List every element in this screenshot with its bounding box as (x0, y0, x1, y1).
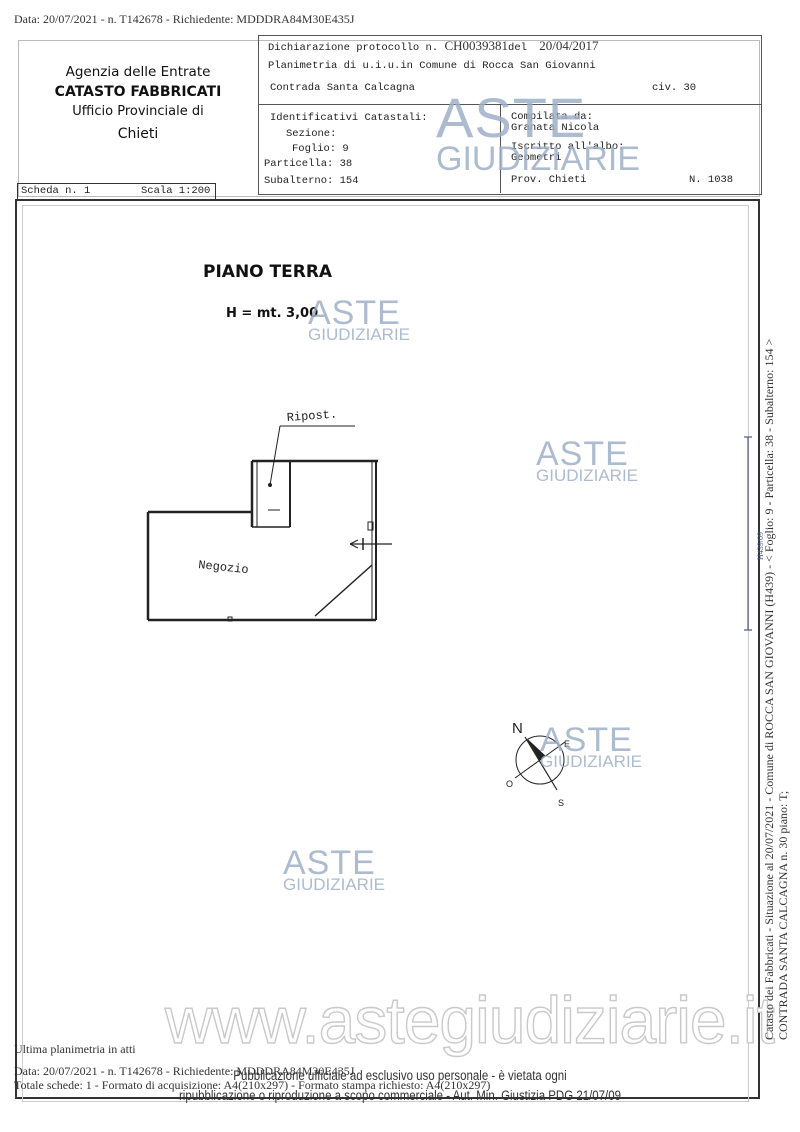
compilata-label: Compilata da: (511, 111, 593, 123)
divider (500, 104, 501, 193)
iscritto-value: Geometri (511, 152, 562, 164)
civic-number: civ. 30 (652, 82, 697, 94)
inner-frame (22, 205, 749, 1102)
room-label-negozio: Negozio (198, 558, 250, 577)
footer-totale: Totale schede: 1 - Formato di acquisizio… (14, 1078, 491, 1092)
side-caption-line1: Catasto dei Fabbricati - Situazione al 2… (762, 338, 776, 1040)
compass-needle (524, 736, 558, 791)
room-label-riposto: Ripost. (286, 408, 337, 425)
catasto-title: CATASTO FABBRICATI (54, 84, 222, 100)
door-swing (314, 564, 373, 617)
foglio: Foglio: 9 (292, 143, 349, 155)
header-info-box (258, 35, 762, 195)
del-label: del (508, 42, 527, 54)
sezione: Sezione: (286, 128, 337, 140)
compass-east: E (564, 739, 570, 749)
compilata-block: Compilata da: Granata Nicola (511, 112, 599, 134)
iscritto-block: Iscritto all'albo: Geometri (511, 142, 624, 164)
plan-stroke (527, 739, 546, 761)
floor-title: PIANO TERRA (203, 262, 333, 282)
top-request-line: Data: 20/07/2021 - n. T142678 - Richiede… (14, 12, 355, 26)
footer-data: Data: 20/07/2021 - n. T142678 - Richiede… (14, 1064, 355, 1078)
publication-notice-1: Pubblicazione ufficiale ad esclusivo uso… (233, 1068, 567, 1083)
agency-block: Agenzia delle Entrate CATASTO FABBRICATI… (18, 62, 258, 144)
dichiarazione-line: Dichiarazione protocollo n. CH0039381del… (268, 38, 598, 54)
planimetria-line: Planimetria di u.i.u.in Comune di Rocca … (268, 60, 596, 72)
drawing-frame (15, 199, 760, 1099)
subalterno: Subalterno: 154 (264, 175, 359, 187)
plan-stroke (146, 425, 566, 791)
floor-height: H = mt. 3,00 (226, 306, 319, 321)
protocollo-number: CH0039381 (444, 38, 509, 53)
side-caption: Catasto dei Fabbricati - Situazione al 2… (762, 339, 790, 1040)
albo-number: N. 1038 (689, 174, 734, 186)
compass-north: N (512, 720, 523, 737)
pillar (227, 616, 233, 622)
compilata-name: Granata Nicola (511, 122, 600, 134)
watermark-site: www.astegiudiziarie.it (164, 982, 775, 1057)
publication-notice-2: ripubblicazione o riproduzione a scopo c… (178, 1088, 621, 1103)
scale: Scala 1:200 (141, 185, 211, 197)
dichiarazione-label: Dichiarazione protocollo n. (268, 42, 439, 54)
agency-name: Agenzia delle Entrate (65, 64, 211, 80)
compass-circle (515, 735, 565, 785)
header-outer-frame (18, 40, 760, 197)
footer-ultima: Ultima planimetria in atti (14, 1042, 136, 1056)
iscritto-label: Iscritto all'albo: (511, 141, 625, 153)
plan-stroke (268, 483, 272, 487)
province: Prov. Chieti (511, 174, 587, 186)
side-caption-line2: CONTRADA SANTA CALCAGNA n. 30 piano: T; (776, 790, 790, 1040)
leader-line (269, 425, 281, 486)
scheda-number: Scheda n. 1 (21, 185, 91, 197)
compass-south: S (558, 798, 564, 808)
del-date: 20/04/2017 (539, 38, 599, 53)
particella: Particella: 38 (264, 158, 353, 170)
address: Contrada Santa Calcagna (270, 82, 415, 94)
side-small-label: H439/09 (756, 532, 765, 560)
plan-stroke (744, 436, 752, 631)
window (367, 521, 374, 531)
compass-west: O (506, 779, 513, 789)
ufficio-label: Ufficio Provinciale di (72, 104, 204, 119)
divider (258, 104, 761, 105)
ufficio-city: Chieti (117, 126, 159, 142)
entrance-arrow-head (349, 539, 359, 549)
identificativi-label: Identificativi Catastali: (270, 112, 428, 124)
